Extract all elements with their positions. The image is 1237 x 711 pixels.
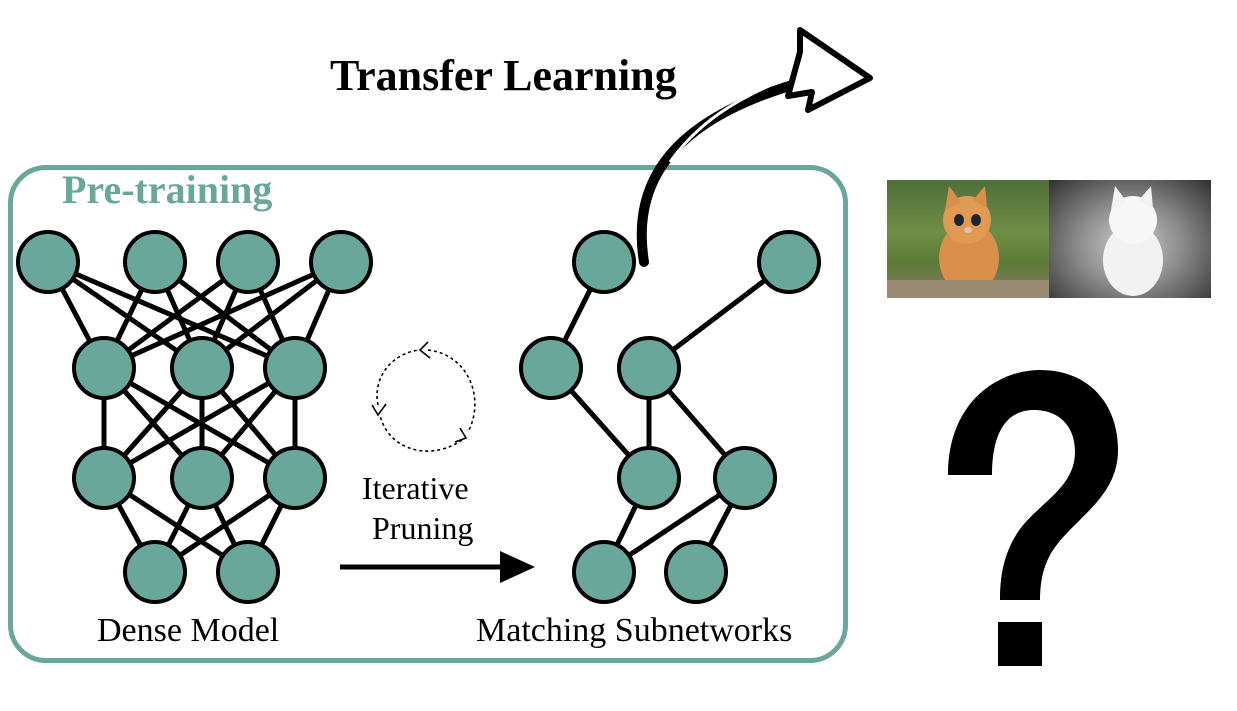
dense-model-nodes (16, 230, 373, 604)
dense-node (309, 230, 373, 294)
cycle-icon (371, 341, 476, 452)
dense-edge (102, 365, 297, 481)
subnetwork-edges (548, 260, 791, 575)
pre-training-label: Pre-training (62, 167, 273, 212)
kitten-photo (887, 180, 1049, 298)
subnetwork-node (572, 230, 636, 294)
dense-node (123, 230, 187, 294)
pre-training-frame (8, 165, 848, 663)
dense-node (170, 336, 234, 400)
subnetwork-node (519, 336, 583, 400)
dense-node (123, 540, 187, 604)
subnetwork-nodes (519, 230, 821, 604)
iterative-label: Iterative (362, 470, 469, 506)
curved-arrow-icon (636, 27, 873, 267)
subnetwork-node (617, 446, 681, 510)
dense-node (170, 446, 234, 510)
subnetwork-node (617, 336, 681, 400)
subnetwork-node (664, 540, 728, 604)
dense-node (16, 230, 80, 294)
dense-node (216, 230, 280, 294)
dense-model-edges (45, 259, 344, 575)
subnetwork-node (757, 230, 821, 294)
dense-node (72, 336, 136, 400)
dense-node (72, 446, 136, 510)
dense-edge (47, 259, 296, 371)
subnetwork-node (713, 446, 777, 510)
transfer-learning-label: Transfer Learning (330, 51, 677, 100)
matching-subnetworks-label: Matching Subnetworks (476, 612, 793, 649)
dense-node (263, 336, 327, 400)
question-mark-icon (948, 370, 1118, 666)
dense-model-label: Dense Model (97, 612, 280, 649)
dense-edge (102, 259, 343, 371)
subnetwork-node (572, 540, 636, 604)
dense-node (216, 540, 280, 604)
depth-map-image (1049, 180, 1211, 298)
arrow-right-icon (340, 551, 535, 583)
pruning-label: Pruning (372, 510, 474, 546)
dense-node (263, 446, 327, 510)
